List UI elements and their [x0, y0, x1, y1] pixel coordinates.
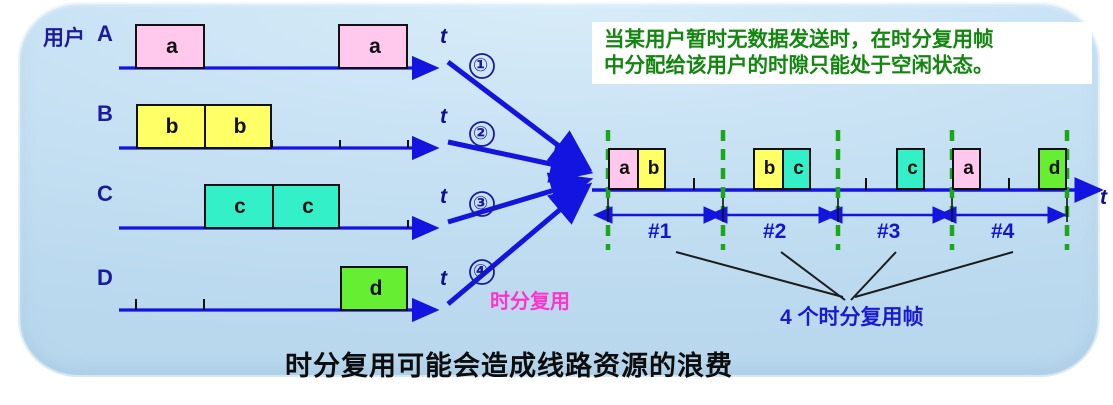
mux-timeline: [592, 130, 1104, 250]
user-prefix-label: 用户: [43, 27, 85, 50]
connector-number-1: ①: [473, 55, 489, 75]
block-label: a: [619, 158, 630, 179]
block-label: d: [369, 277, 383, 300]
callout-line-1: 当某用户暂时无数据发送时，在时分复用帧: [604, 28, 994, 52]
block-D-1: d: [340, 266, 408, 311]
block-label: a: [369, 35, 381, 58]
frame-label-2: #2: [763, 220, 787, 243]
block-B-1: b: [136, 104, 204, 149]
block-label: c: [302, 195, 314, 218]
row-label-C: C: [97, 181, 113, 206]
block-label: b: [763, 158, 776, 179]
mux-connector-arrows: [446, 60, 594, 306]
mux-label: 时分复用: [490, 291, 570, 313]
connector-number-2: ②: [473, 123, 489, 143]
callout-text: 当某用户暂时无数据发送时，在时分复用帧 中分配给该用户的时隙只能处于空闲状态。: [592, 27, 1000, 78]
block-label: c: [793, 158, 804, 179]
axis-label-t-B: t: [440, 105, 447, 128]
block-label: a: [963, 158, 974, 179]
block-C-2: c: [272, 184, 340, 229]
bottom-caption: 时分复用可能会造成线路资源的浪费: [285, 351, 733, 381]
block-label: a: [166, 35, 178, 58]
row-label-B: B: [97, 101, 113, 126]
block-B-2: b: [204, 104, 272, 149]
mux-block-f2-b: b: [753, 148, 782, 190]
mux-block-f4-a: a: [952, 148, 981, 190]
block-label: b: [647, 158, 660, 179]
axis-label-t-mux: t: [1100, 186, 1107, 209]
frame-label-4: #4: [991, 220, 1015, 243]
block-label: c: [907, 158, 918, 179]
frame-label-3: #3: [877, 220, 901, 243]
row-label-D: D: [97, 265, 113, 290]
mux-block-f2-c: c: [782, 148, 811, 190]
mux-block-f3-c: c: [896, 148, 925, 190]
mux-block-f1-b: b: [637, 148, 666, 190]
mux-block-f1-a: a: [608, 148, 637, 190]
block-label: b: [165, 115, 179, 138]
frame-note-leaders: [675, 251, 1014, 301]
axis-label-t-A: t: [440, 25, 447, 48]
mux-block-f4-d: d: [1038, 148, 1067, 190]
row-label-A: A: [97, 21, 113, 46]
axis-label-t-D: t: [440, 267, 447, 290]
block-label: b: [233, 115, 247, 138]
frame-label-1: #1: [648, 220, 672, 243]
axis-label-t-C: t: [440, 185, 447, 208]
frames-note: 4 个时分复用帧: [780, 306, 924, 329]
connector-number-4: ④: [473, 261, 489, 281]
block-label: d: [1048, 158, 1061, 179]
callout-box: 当某用户暂时无数据发送时，在时分复用帧 中分配给该用户的时隙只能处于空闲状态。: [592, 22, 1092, 84]
block-A-1: a: [135, 24, 205, 69]
callout-line-2: 中分配给该用户的时隙只能处于空闲状态。: [604, 54, 994, 77]
block-C-1: c: [204, 184, 272, 229]
block-label: c: [234, 195, 246, 218]
connector-number-3: ③: [473, 193, 489, 213]
connector-number-rings: [469, 53, 495, 285]
block-A-2: a: [338, 24, 408, 69]
